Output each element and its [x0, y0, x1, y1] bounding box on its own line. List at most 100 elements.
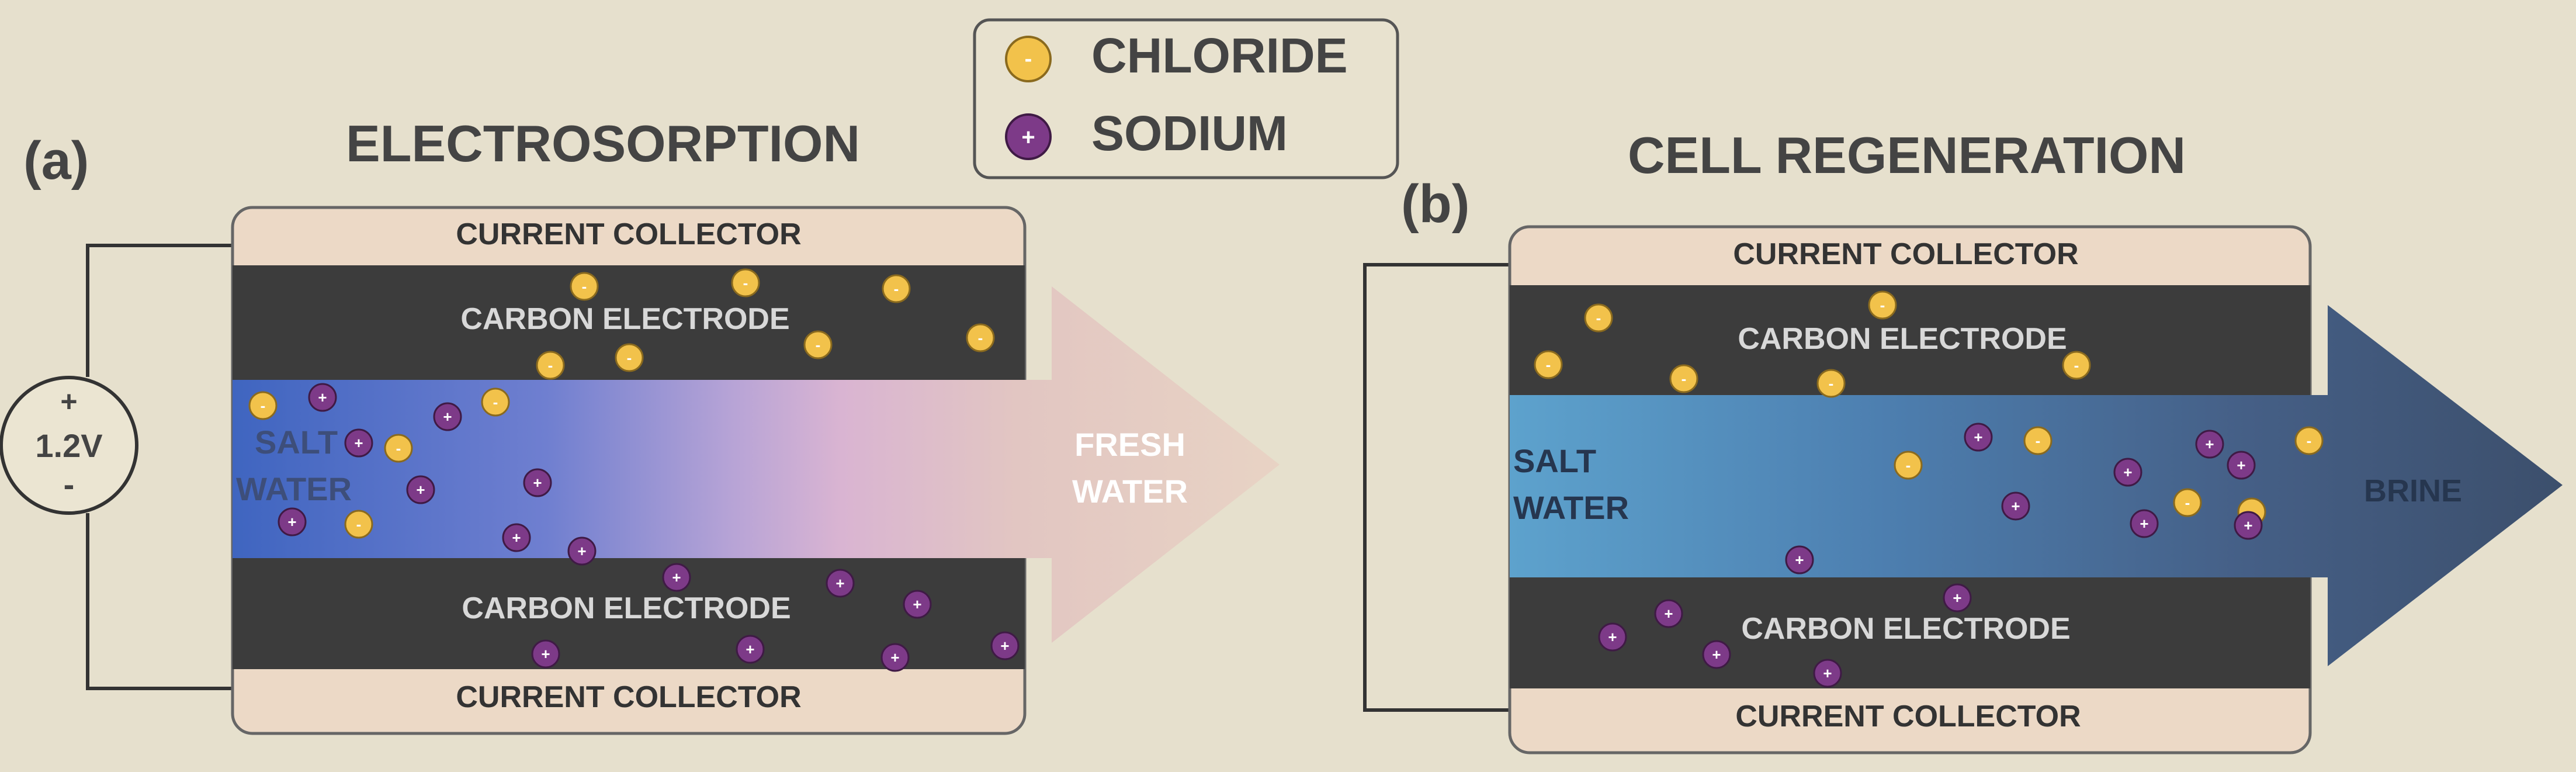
svg-text:+: +: [2011, 497, 2020, 515]
sodium-ion-icon: +: [278, 507, 307, 536]
legend-chloride-label: CHLORIDE: [1091, 28, 1348, 83]
sodium-ion-icon: +: [990, 631, 1020, 660]
panel-a-electrode-bottom-label: CARBON ELECTRODE: [462, 591, 791, 625]
sodium-ion-icon: +: [826, 569, 855, 598]
panel-b-electrode-bottom: [1510, 576, 2310, 688]
sodium-ion-icon: +: [2001, 491, 2030, 521]
chloride-ion-icon: -: [1669, 364, 1698, 393]
svg-text:+: +: [1953, 589, 1961, 607]
svg-text:+: +: [2205, 435, 2214, 453]
svg-text:-: -: [2307, 432, 2312, 449]
chloride-ion-icon: -: [2023, 426, 2053, 455]
sodium-ion-icon: +: [523, 468, 552, 497]
svg-text:-: -: [2074, 356, 2079, 374]
chloride-ion-icon: -: [1894, 451, 1923, 480]
panel-a-outlet-line-2: WATER: [1072, 473, 1188, 510]
chloride-ion-icon: -: [344, 510, 373, 539]
sodium-ion-icon: +: [308, 383, 337, 412]
svg-text:+: +: [672, 569, 681, 586]
legend-sodium-icon: +: [1005, 113, 1052, 160]
svg-text:+: +: [913, 596, 921, 613]
svg-text:-: -: [1906, 456, 1911, 474]
sodium-ion-icon: +: [2113, 458, 2142, 487]
svg-text:-: -: [2036, 432, 2041, 449]
panel-b-collector-bottom-label: CURRENT COLLECTOR: [1735, 700, 2081, 733]
power-source-plus: +: [60, 385, 77, 418]
chloride-ion-icon: -: [615, 343, 644, 372]
power-source-minus: -: [64, 466, 75, 503]
chloride-ion-icon: -: [1868, 290, 1897, 320]
panel-a-inlet-line-1: SALT: [255, 424, 338, 461]
panel-b-wire: [1363, 263, 1510, 712]
svg-text:+: +: [533, 474, 542, 491]
chloride-ion-icon: -: [2062, 351, 2091, 380]
svg-text:+: +: [1000, 637, 1009, 655]
panel-b-collector-top-label: CURRENT COLLECTOR: [1733, 237, 2078, 271]
power-source-voltage: 1.2V: [35, 427, 102, 464]
chloride-ion-icon: -: [384, 434, 413, 463]
svg-text:-: -: [816, 336, 821, 354]
panel-b-flow-arrow: [1510, 305, 2563, 666]
panel-a-electrode-top-label: CARBON ELECTRODE: [460, 302, 789, 336]
legend: - CHLORIDE + SODIUM: [973, 18, 1399, 179]
svg-text:+: +: [287, 513, 296, 531]
panel-b-title: CELL REGENERATION: [1628, 126, 2186, 184]
svg-text:+: +: [354, 434, 363, 452]
panel-a: (a) ELECTROSORPTION + 1.2V - CURRENT COL…: [0, 115, 1280, 735]
svg-text:-: -: [582, 278, 587, 295]
panel-a-wire-top: [86, 244, 233, 377]
svg-text:-: -: [1596, 309, 1601, 327]
sodium-ion-icon: +: [502, 523, 531, 552]
panel-b-outlet-label: BRINE: [2364, 473, 2462, 508]
panel-b-inlet-line-1: SALT: [1513, 442, 1596, 479]
svg-text:+: +: [1974, 428, 1982, 446]
svg-text:-: -: [261, 397, 266, 414]
panel-a-inlet-line-2: WATER: [236, 470, 352, 507]
panel-b-tag: (b): [1401, 174, 1469, 234]
chloride-ion-icon: -: [1816, 369, 1846, 398]
chloride-ion-icon: -: [2173, 488, 2202, 517]
sodium-ion-icon: +: [736, 635, 765, 664]
svg-text:+: +: [2140, 515, 2148, 532]
svg-text:-: -: [1681, 370, 1687, 387]
panel-a-collector-top-label: CURRENT COLLECTOR: [456, 217, 801, 251]
sodium-ion-icon: +: [1785, 545, 1814, 574]
svg-text:-: -: [2185, 494, 2190, 511]
panel-a-flow-arrow: [233, 286, 1280, 643]
svg-text:+: +: [1823, 664, 1832, 682]
svg-text:+: +: [2244, 517, 2252, 534]
sodium-ion-icon: +: [433, 402, 462, 431]
svg-text:+: +: [1608, 628, 1617, 646]
svg-text:+: +: [2237, 456, 2245, 474]
sodium-ion-icon: +: [2234, 511, 2263, 540]
panel-b-electrode-top: [1510, 285, 2310, 395]
legend-chloride-icon: -: [1005, 36, 1052, 82]
svg-text:+: +: [541, 645, 550, 663]
sodium-ion-icon: +: [1964, 423, 1993, 452]
svg-text:-: -: [493, 393, 498, 411]
panel-a-collector-bottom-label: CURRENT COLLECTOR: [456, 680, 801, 714]
panel-b-electrode-bottom-label: CARBON ELECTRODE: [1741, 612, 2070, 646]
sodium-ion-icon: +: [1702, 640, 1731, 669]
panel-a-wire-bottom: [86, 513, 233, 690]
legend-sodium-label: SODIUM: [1091, 106, 1288, 161]
sodium-ion-icon: +: [1813, 659, 1842, 688]
chloride-ion-icon: -: [966, 323, 995, 352]
panel-b: (b) CELL REGENERATION CURRENT COLLECTOR …: [1363, 126, 2563, 754]
panel-a-tag: (a): [23, 131, 89, 191]
svg-text:+: +: [1664, 605, 1673, 622]
sodium-ion-icon: +: [1654, 599, 1683, 628]
sodium-ion-icon: +: [531, 639, 560, 669]
panel-a-ions: -----------+++++++++++++++: [248, 268, 1020, 672]
sodium-ion-icon: +: [2130, 509, 2159, 538]
sodium-ion-icon: +: [567, 536, 597, 566]
chloride-ion-icon: -: [536, 351, 565, 380]
panel-b-electrode-top-label: CARBON ELECTRODE: [1738, 322, 2067, 356]
chloride-ion-icon: -: [1534, 350, 1563, 379]
svg-text:+: +: [1795, 551, 1804, 569]
power-source: + 1.2V -: [0, 376, 138, 515]
panel-a-outlet-line-1: FRESH: [1074, 426, 1185, 463]
chloride-ion-icon: -: [882, 274, 911, 303]
svg-text:+: +: [443, 408, 452, 425]
chloride-ion-icon: -: [570, 272, 599, 301]
